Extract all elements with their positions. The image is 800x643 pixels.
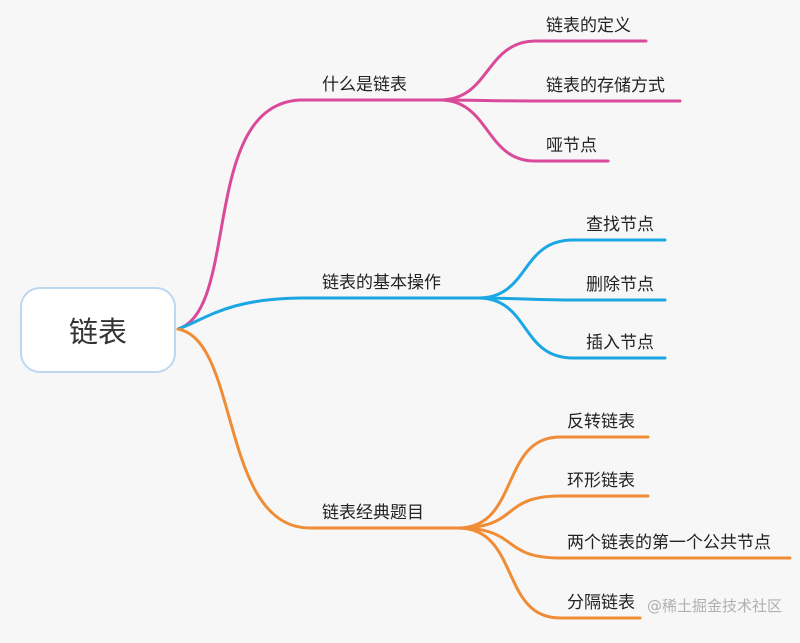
watermark: @稀土掘金技术社区 bbox=[646, 597, 782, 615]
connector-branch-2-child-3 bbox=[476, 296, 667, 360]
leaf-node-label[interactable]: 环形链表 bbox=[567, 471, 635, 491]
leaf-node-label[interactable]: 链表的存储方式 bbox=[546, 76, 665, 96]
connector-root-branch-2 bbox=[176, 296, 480, 331]
connector-branch-3-child-2 bbox=[456, 494, 650, 530]
connector-branch-1-child-1 bbox=[438, 39, 648, 102]
root-node[interactable]: 链表 bbox=[20, 287, 176, 373]
leaf-node-label[interactable]: 分隔链表 bbox=[567, 593, 635, 613]
leaf-node-label[interactable]: 插入节点 bbox=[586, 333, 654, 353]
connector-branch-3-child-4 bbox=[456, 526, 642, 620]
root-node-label: 链表 bbox=[68, 315, 127, 349]
connector-root-branch-3 bbox=[176, 327, 460, 530]
connector-branch-1-child-3 bbox=[438, 98, 610, 163]
leaf-node-label[interactable]: 链表的定义 bbox=[546, 16, 631, 36]
branch-node-label[interactable]: 什么是链表 bbox=[322, 75, 407, 95]
leaf-node-label[interactable]: 哑节点 bbox=[546, 136, 597, 156]
connector-root-branch-1 bbox=[176, 98, 442, 331]
leaf-node-label[interactable]: 删除节点 bbox=[586, 275, 654, 295]
leaf-node-label[interactable]: 查找节点 bbox=[586, 215, 654, 235]
connector-branch-2-child-2 bbox=[476, 296, 667, 302]
leaf-node-label[interactable]: 反转链表 bbox=[567, 412, 635, 432]
connector-branch-3-child-1 bbox=[456, 435, 650, 530]
connector-branch-1-child-2 bbox=[438, 98, 682, 103]
connector-branch-2-child-1 bbox=[476, 238, 667, 300]
branch-node-label[interactable]: 链表的基本操作 bbox=[322, 273, 441, 293]
connector-branch-3-child-3 bbox=[456, 526, 792, 560]
branch-node-label[interactable]: 链表经典题目 bbox=[322, 503, 424, 523]
leaf-node-label[interactable]: 两个链表的第一个公共节点 bbox=[567, 533, 771, 553]
